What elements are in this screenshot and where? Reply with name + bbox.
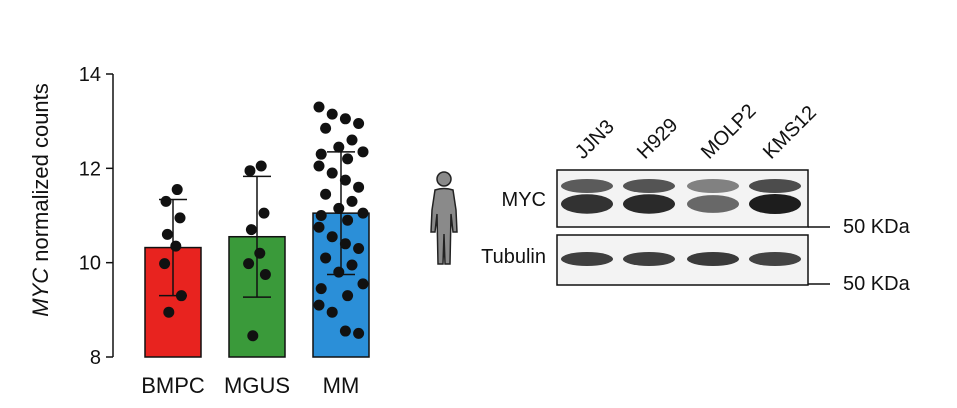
data-point [313, 299, 325, 311]
band-myc-upper [687, 179, 739, 193]
data-point [342, 290, 354, 302]
data-point [258, 207, 270, 219]
data-point [326, 306, 338, 318]
data-point [333, 202, 345, 214]
x-tick-label: MGUS [224, 373, 290, 398]
human-silhouette-icon [430, 171, 458, 265]
data-point [245, 224, 257, 236]
data-point [326, 108, 338, 120]
blot-label-myc: MYC [502, 189, 546, 211]
y-axis-label: MYC normalized counts [28, 83, 53, 317]
data-point [339, 113, 351, 125]
data-point [326, 231, 338, 243]
lane-label: H929 [633, 114, 682, 163]
band-tubulin [561, 252, 613, 266]
band-myc-lower [561, 194, 613, 214]
data-point [342, 153, 354, 165]
data-point [255, 160, 267, 172]
data-point [313, 221, 325, 233]
data-point [320, 252, 332, 264]
data-point [353, 118, 365, 130]
blot-bands [561, 179, 801, 266]
data-point [247, 330, 259, 342]
data-point [174, 212, 186, 224]
data-point [175, 290, 187, 302]
band-myc-upper [623, 179, 675, 193]
data-point [346, 259, 358, 271]
data-point [315, 148, 327, 160]
data-point [339, 238, 351, 250]
data-point [357, 207, 369, 219]
x-tick-label: MM [323, 373, 360, 398]
y-tick-label: 10 [79, 253, 101, 275]
x-tick-label: BMPC [141, 373, 205, 398]
data-point [315, 210, 327, 221]
y-axis-label-text: normalized counts [28, 83, 53, 268]
data-point [315, 283, 327, 295]
y-axis-label-gene: MYC [28, 268, 53, 317]
data-point [254, 247, 266, 259]
y-tick-label: 12 [79, 158, 101, 180]
blot-label-tubulin: Tubulin [481, 246, 546, 268]
data-points [159, 101, 369, 342]
data-point [346, 195, 358, 207]
lane-label: MOLP2 [697, 100, 761, 164]
y-tick-label: 8 [90, 347, 101, 369]
data-point [161, 228, 173, 240]
marker-label-tubulin: 50 KDa [843, 273, 911, 295]
data-point [259, 268, 271, 280]
band-tubulin [749, 252, 801, 266]
band-myc-upper [561, 179, 613, 193]
data-point [353, 243, 365, 255]
data-point [333, 141, 345, 153]
data-point [326, 167, 338, 179]
data-point [163, 306, 175, 318]
band-myc-lower [687, 195, 739, 213]
marker-label-myc: 50 KDa [843, 216, 911, 238]
band-tubulin [687, 252, 739, 266]
data-point [333, 266, 345, 278]
y-tick-label: 14 [79, 64, 101, 86]
lane-label: KMS12 [759, 102, 821, 164]
data-point [357, 278, 369, 290]
data-point [170, 240, 182, 252]
data-point [243, 258, 255, 270]
data-point [342, 214, 354, 226]
data-point [160, 195, 172, 207]
data-point [353, 181, 365, 193]
data-point [313, 160, 325, 172]
data-point [320, 188, 332, 200]
data-point [171, 184, 183, 196]
data-point [353, 327, 365, 339]
data-point [159, 258, 171, 270]
x-axis-labels: BMPC MGUS MM [141, 373, 359, 398]
data-point [313, 101, 325, 113]
data-point [320, 122, 332, 134]
lane-label: JJN3 [571, 116, 619, 164]
band-myc-lower [749, 194, 801, 214]
band-myc-upper [749, 179, 801, 193]
data-point [244, 165, 256, 177]
band-myc-lower [623, 194, 675, 214]
y-axis: 8 10 12 14 [79, 64, 114, 369]
data-point [357, 146, 369, 158]
data-point [339, 325, 351, 337]
data-point [339, 174, 351, 186]
data-point [346, 134, 358, 146]
band-tubulin [623, 252, 675, 266]
bar-chart: MYC normalized counts 8 10 12 14 BMPC MGUS MM [28, 64, 370, 398]
